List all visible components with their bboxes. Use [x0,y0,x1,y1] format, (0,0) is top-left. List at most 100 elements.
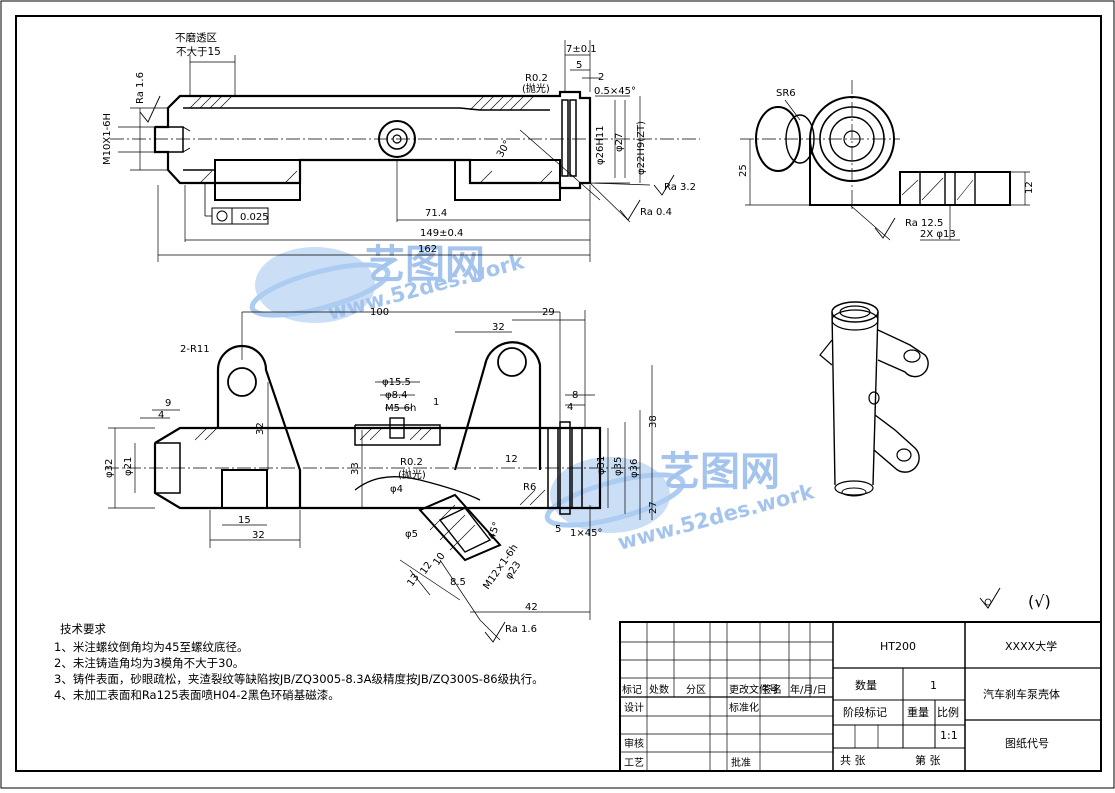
phi15-5-label: φ15.5 [382,377,411,388]
side-view-labels: SR6 25 12 Ra 12.5 2X φ13 [738,88,1035,240]
dim-4-left: 4 [158,410,164,421]
scale-value: 1:1 [940,729,958,742]
dim-10: 10 [431,551,447,568]
watermark-brand: 艺图网 [365,242,485,288]
note-item-4: 4、未加工表面和Ra125表面喷H04-2黑色环硝基磁漆。 [54,688,340,702]
ra16-front-label: Ra 1.6 [505,624,537,635]
technical-notes: 技术要求 1、米注螺纹倒角均为45至螺纹底径。 2、未注铸造角均为3模角不大于3… [54,622,544,702]
ra04-label: Ra 0.4 [640,207,672,218]
dim-32-bottom: 32 [252,530,265,541]
sheet-number: 第 张 [915,753,941,767]
dim-42: 42 [525,602,538,613]
note-max-15: 不大于15 [176,45,221,58]
phi8-4-label: φ8.4 [385,390,408,401]
isometric-view [819,301,929,497]
phi22-label: φ22H9(ZT) [636,121,647,175]
dim-9: 9 [165,398,171,409]
note-item-1: 1、米注螺纹倒角均为45至螺纹底径。 [54,640,248,654]
roughness-paren-text: (√) [1028,592,1051,611]
ra125-label: Ra 12.5 [905,218,943,229]
watermark-brand-2: 艺图网 [660,449,780,495]
note-item-2: 2、未注铸造角均为3模角不大于30。 [54,656,244,670]
holes-label: 2X φ13 [920,229,956,240]
qty-value: 1 [930,679,937,692]
rev-qty-label: 处数 [649,683,669,696]
side-view [740,80,1030,241]
top-view [110,40,700,262]
front-view [105,310,653,643]
dim-71-4: 71.4 [425,208,447,219]
stage-label: 阶段标记 [843,705,887,719]
phi4-label: φ4 [390,484,403,495]
dim-32-top: 32 [492,322,505,333]
phi31-label: φ31 [596,456,607,475]
polish-front-label: (抛光) [398,468,426,481]
dim-12-side: 12 [1024,181,1035,194]
phi27-label: φ27 [614,133,625,152]
dim-33: 33 [350,462,361,475]
dim-12-front: 12 [505,454,518,465]
angle30-label: 30° [495,139,513,160]
rev-date-label: 年/月/日 [790,683,827,696]
dim-4-right: 4 [567,402,573,413]
dim-1: 1 [433,397,439,408]
dim-32-vertical: 32 [255,422,266,435]
dim-8-5: 8.5 [450,577,466,588]
phi26-label: φ26H11 [595,125,606,165]
phi5-label: φ5 [405,529,418,540]
phi32-label: φ32 [104,459,115,478]
top-view-labels: 不磨透区 不大于15 Ra 1.6 M10X1-6H R0.2 (抛光) 7±0… [102,32,696,255]
material-label: HT200 [880,640,916,653]
qty-label: 数量 [855,679,877,692]
ra-left-label: Ra 1.6 [135,72,146,104]
standard-label: 标准化 [729,701,759,714]
title-block-text: HT200 XXXX大学 数量 1 汽车刹车泵壳体 阶段标记 重量 比例 1:1… [622,639,1060,769]
rev-mark-label: 标记 [622,684,642,696]
dim-7: 7±0.1 [566,44,597,55]
review-label: 审核 [624,737,644,750]
dim-13: 13 [405,572,421,589]
phi36-label: φ36 [629,459,640,478]
m5-label: M5-6h [385,403,416,414]
note-item-3: 3、铸件表面，砂眼疏松，夹渣裂纹等缺陷按JB/ZQ3005-8.3A级精度按JB… [54,672,544,686]
design-label: 设计 [624,701,644,714]
part-name: 汽车刹车泵壳体 [983,687,1060,701]
rev-doc-label: 更改文件号 [729,683,779,696]
drawing-no-label: 图纸代号 [1005,737,1049,750]
phi35-label: φ35 [613,457,624,476]
dim-149: 149±0.4 [420,228,463,239]
r02-label: R0.2 [525,73,548,84]
dim-15: 15 [238,515,251,526]
r11-label: 2-R11 [180,344,210,355]
polish-label: (抛光) [522,82,550,95]
dim-162: 162 [418,244,437,255]
r6-label: R6 [523,482,536,493]
roughness-symbol: (√) [979,587,1051,611]
scale-label: 比例 [937,705,959,719]
school-label: XXXX大学 [1005,639,1057,653]
tolerance-value: 0.025 [240,212,269,223]
sr6-label: SR6 [776,88,796,99]
dim-100: 100 [370,307,389,318]
rev-sign-label: 签名 [762,683,782,696]
dim-5-front: 5 [555,524,561,535]
title-block [619,621,1102,772]
dim-38: 38 [648,415,659,428]
inner-border [15,15,1102,772]
thread-left-label: M10X1-6H [102,113,113,165]
ra32-label: Ra 3.2 [664,182,696,193]
approve-label: 批准 [731,756,751,769]
chamfer-front: 1×45° [570,528,602,539]
rev-zone-label: 分区 [686,684,706,696]
process-label: 工艺 [624,757,644,769]
dim-29: 29 [542,307,555,318]
dim-2: 2 [598,72,604,83]
sheets-total: 共 张 [840,754,866,767]
r02-front-label: R0.2 [400,457,423,468]
dim-5: 5 [576,60,582,71]
notes-title: 技术要求 [60,622,106,636]
dim-25: 25 [738,164,749,177]
